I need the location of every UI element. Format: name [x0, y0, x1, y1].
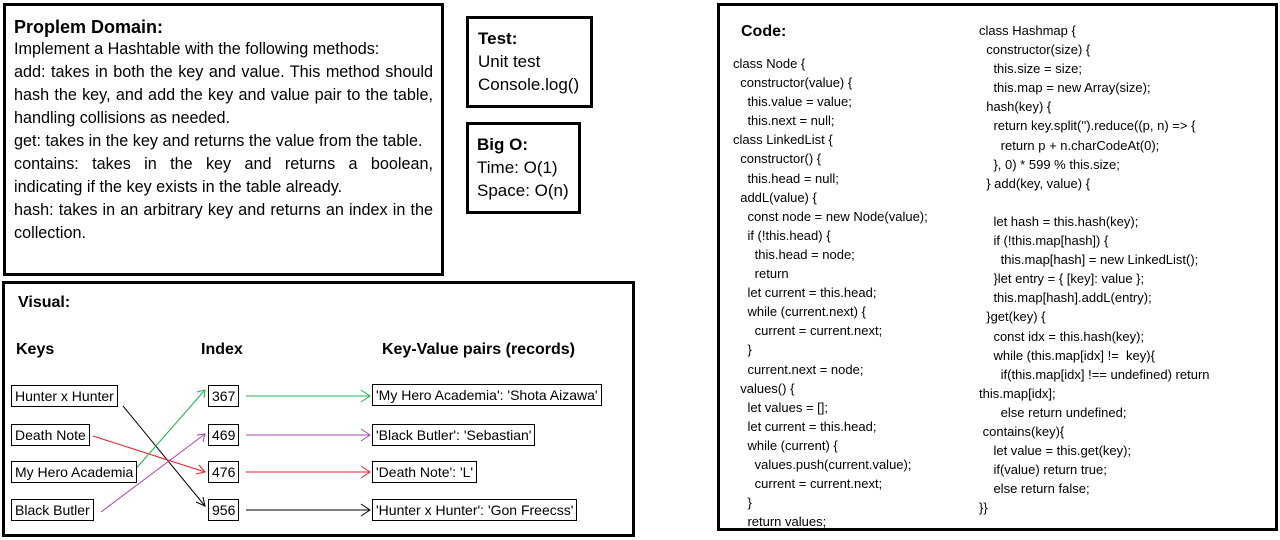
visual-title: Visual:	[18, 294, 71, 311]
index-box: 367	[208, 385, 240, 407]
big-o-time: Time: O(1)	[477, 158, 558, 177]
code-line: addL(value) {	[733, 189, 817, 205]
code-line: this.value = value;	[733, 94, 852, 110]
keys-header: Keys	[16, 341, 55, 358]
code-line: let current = this.head;	[733, 285, 877, 301]
records-header: Key-Value pairs (records)	[382, 341, 575, 358]
key-box: Black Butler	[11, 499, 94, 521]
record-box: 'My Hero Academia': 'Shota Aizawa'	[372, 384, 602, 406]
big-o-title: Big O:	[477, 135, 528, 154]
code-line: values() {	[733, 380, 795, 396]
code-line: while (current.next) {	[733, 304, 866, 320]
code-line: return p + n.charCodeAt(0);	[979, 137, 1160, 153]
index-box: 956	[208, 499, 240, 521]
code-line: const node = new Node(value);	[733, 208, 928, 224]
code-line: class LinkedList {	[733, 132, 833, 148]
record-box: 'Hunter x Hunter': 'Gon Freecss'	[372, 499, 578, 521]
code-line: }}	[979, 500, 988, 516]
record-box: 'Black Butler': 'Sebastian'	[372, 424, 536, 446]
code-line: constructor(size) {	[979, 42, 1091, 58]
record-box: 'Death Note': 'L'	[372, 461, 478, 483]
arrowhead-black-butler-to-469	[196, 433, 206, 443]
test-panel: Test: Unit test Console.log()	[466, 16, 593, 108]
problem-domain-body: Implement a Hashtable with the following…	[14, 38, 433, 245]
arrow-hunter-to-956	[122, 405, 206, 507]
code-line: this.map = new Array(size);	[979, 80, 1151, 96]
problem-domain-title: Proplem Domain:	[14, 17, 164, 37]
key-box: Death Note	[11, 424, 90, 446]
arrowhead-476-to-record	[360, 465, 371, 479]
problem-line: add: takes in both the key and value. Th…	[14, 63, 433, 127]
key-box: Hunter x Hunter	[11, 385, 118, 407]
big-o-panel: Big O: Time: O(1) Space: O(n)	[466, 122, 581, 214]
index-box: 469	[208, 424, 240, 446]
test-line: Unit test	[478, 52, 541, 71]
code-line: let current = this.head;	[733, 418, 877, 434]
code-line: else return undefined;	[979, 404, 1127, 420]
arrowhead-death-note-to-476	[195, 464, 206, 475]
visual-panel: Visual: Keys Index Key-Value pairs (reco…	[2, 281, 635, 537]
code-line: class Hashmap {	[979, 23, 1076, 38]
code-line: this.next = null;	[733, 113, 835, 129]
code-title: Code:	[741, 23, 787, 40]
code-line: let values = [];	[733, 399, 829, 415]
arrowhead-mha-to-367	[196, 389, 206, 399]
arrowhead-367-to-record	[360, 389, 371, 403]
code-line: let value = this.get(key);	[979, 443, 1132, 459]
code-column-right: class Hashmap { constructor(size) { this…	[979, 21, 1210, 517]
key-box: My Hero Academia	[11, 461, 138, 483]
problem-domain-panel: Proplem Domain: Implement a Hashtable wi…	[3, 3, 444, 276]
code-line: this.map[idx];	[979, 385, 1056, 401]
code-line: else return false;	[979, 481, 1090, 497]
code-line: contains(key){	[979, 423, 1065, 439]
code-line: constructor(value) {	[733, 75, 853, 91]
code-line: return	[733, 266, 789, 282]
arrowhead-hunter-to-956	[195, 496, 206, 507]
code-line: this.size = size;	[979, 61, 1082, 77]
code-line: if (!this.map[hash]) {	[979, 233, 1109, 249]
test-title: Test:	[478, 29, 518, 48]
code-line: }, 0) * 599 % this.size;	[979, 156, 1120, 172]
code-line: this.head = node;	[733, 246, 855, 262]
code-line: this.head = null;	[733, 170, 839, 186]
code-column-left: class Node { constructor(value) { this.v…	[733, 54, 928, 531]
code-line: class Node {	[733, 56, 806, 71]
code-line: values.push(current.value);	[733, 456, 912, 472]
code-line: } add(key, value) {	[979, 175, 1091, 191]
code-line: if(this.map[idx] !== undefined) return	[979, 366, 1210, 382]
code-panel: Code: class Node { constructor(value) { …	[717, 3, 1278, 531]
code-line: current = current.next;	[733, 476, 883, 492]
code-line: return key.split('').reduce((p, n) => {	[979, 118, 1196, 134]
arrow-mha-to-367	[132, 389, 206, 473]
index-header: Index	[201, 341, 243, 358]
code-line: }	[733, 342, 752, 358]
code-line: if (!this.head) {	[733, 227, 831, 243]
code-line: hash(key) {	[979, 99, 1052, 115]
code-line: return values;	[733, 514, 827, 530]
code-line: }get(key) {	[979, 309, 1046, 325]
test-line: Console.log()	[478, 75, 580, 94]
code-line: }	[733, 495, 752, 511]
code-line: while (this.map[idx] != key){	[979, 347, 1155, 363]
code-line: const idx = this.hash(key);	[979, 328, 1145, 344]
problem-line: hash: takes in an arbitrary key and retu…	[14, 201, 433, 242]
big-o-space: Space: O(n)	[477, 181, 569, 200]
code-line: while (current) {	[733, 437, 838, 453]
problem-line: contains: takes in the key and returns a…	[14, 155, 433, 196]
arrowhead-469-to-record	[360, 428, 371, 442]
problem-line: Implement a Hashtable with the following…	[14, 40, 380, 58]
problem-line: get: takes in the key and returns the va…	[14, 132, 423, 150]
code-line: constructor() {	[733, 151, 822, 167]
code-line: this.map[hash] = new LinkedList();	[979, 252, 1199, 268]
index-box: 476	[208, 461, 240, 483]
code-line: current.next = node;	[733, 361, 864, 377]
code-line: this.map[hash].addL(entry);	[979, 290, 1152, 306]
arrowhead-956-to-record	[360, 503, 371, 517]
code-line: }let entry = { [key]: value };	[979, 271, 1145, 287]
code-line	[979, 193, 1210, 212]
code-line: if(value) return true;	[979, 462, 1107, 478]
code-line: let hash = this.hash(key);	[979, 213, 1139, 229]
code-line: current = current.next;	[733, 323, 883, 339]
